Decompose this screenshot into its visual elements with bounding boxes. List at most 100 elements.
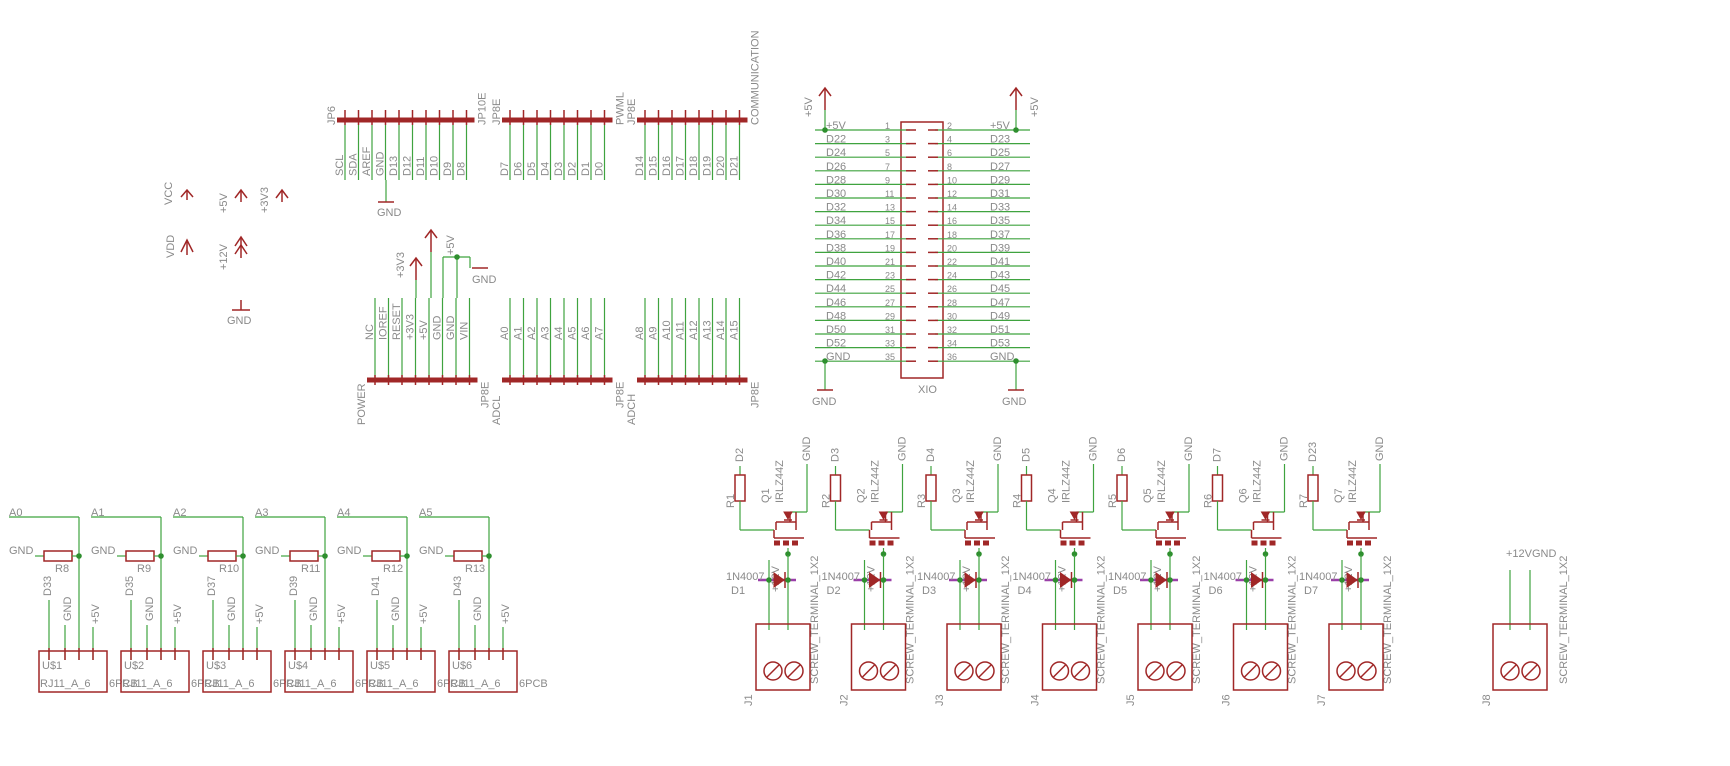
screw-terminal-screw-slot	[766, 664, 780, 678]
xio-left-num: 3	[885, 135, 890, 145]
xio-right-label: D45	[990, 283, 1010, 295]
header-pin-label: D17	[675, 156, 687, 176]
screw-terminal-screw-slot	[861, 664, 876, 678]
xio-right-num: 24	[947, 271, 957, 281]
diode-junction	[1339, 577, 1345, 583]
rj11-gnd-label: GND	[144, 597, 156, 622]
mosfet-part-label: IRLZ44Z	[1252, 460, 1264, 503]
header-pin-label: D16	[661, 156, 673, 176]
diode-part-label: 1N4007	[1013, 571, 1052, 583]
diode-part-label: 1N4007	[726, 571, 765, 583]
xio-right-num: 2	[947, 121, 952, 131]
rj11-part: RJ11_A_6	[122, 678, 173, 690]
rj11-package: 6PCB	[437, 678, 466, 690]
analog-label: A3	[255, 507, 268, 519]
xio-right-label: D41	[990, 256, 1010, 268]
header-tag: JP8E	[615, 382, 627, 408]
power-gnd-junction	[454, 254, 460, 260]
diode-junction	[1148, 577, 1154, 583]
xio-left-num: 29	[885, 311, 895, 321]
pulldown-junction	[158, 553, 164, 559]
xio-right-num: 30	[947, 311, 957, 321]
rj11-package: 6PCB	[355, 678, 384, 690]
screw-terminal-screw	[1357, 661, 1377, 681]
terminal-label: J7	[1316, 694, 1328, 706]
xio-right-label: D43	[990, 270, 1010, 282]
xio-right-num: 34	[947, 339, 957, 349]
rj11-5v-label: +5V	[172, 603, 184, 624]
xio-left-num: 23	[885, 271, 895, 281]
diode-label: D6	[1209, 585, 1223, 597]
xio-right-label: GND	[990, 351, 1015, 363]
header-pin-label: A13	[702, 320, 714, 340]
xio-right-num: 8	[947, 162, 952, 172]
vcc-label: VCC	[163, 182, 175, 205]
gate-resistor-label: R7	[1298, 494, 1310, 508]
mosfet-part-label: IRLZ44Z	[774, 460, 786, 503]
header-pin-label: IOREF	[378, 306, 390, 340]
rj11-part: RJ11_A_6	[368, 678, 419, 690]
xio-right-label: D25	[990, 147, 1010, 159]
header-tag: JP10E	[477, 93, 489, 125]
xio-left-label: D44	[826, 283, 846, 295]
screw-terminal-body	[946, 623, 1002, 691]
screw-terminal-screw	[954, 661, 974, 681]
xio-supply-left-arrow	[818, 86, 832, 97]
header-name: JP8E	[491, 99, 503, 125]
header-pin-label: D4	[540, 162, 552, 176]
mosfet-label: Q2	[856, 488, 868, 503]
header-pin-label: D6	[513, 162, 525, 176]
xio-left-num: 19	[885, 243, 895, 253]
screw-terminal-body	[755, 623, 811, 691]
xio-left-label: D28	[826, 174, 846, 186]
header-pin-label: +5V	[418, 319, 430, 340]
digital-label: D41	[370, 576, 382, 596]
xio-gnd-left-junction	[822, 358, 828, 364]
screw-terminal-screw-slot	[1169, 664, 1183, 678]
terminal-label: J1	[743, 694, 755, 706]
digital-label: D39	[288, 576, 300, 596]
plus5v-symbol-label: +5V	[218, 192, 230, 213]
rj11-5v-label: +5V	[418, 603, 430, 624]
xio-left-num: 5	[885, 148, 890, 158]
xio-left-label: D42	[826, 270, 846, 282]
plus12v-symbol-label: +12V	[218, 243, 230, 270]
pulldown-resistor-label: R8	[55, 563, 69, 575]
header-pin-label: D14	[634, 156, 646, 176]
screw-terminal-screw-slot	[1339, 664, 1353, 678]
header-pin-label: D7	[499, 162, 511, 176]
xio-right-num: 16	[947, 216, 957, 226]
pulldown-junction	[322, 553, 328, 559]
diode-junction	[1358, 577, 1364, 583]
analog-label: A5	[419, 507, 432, 519]
screw-terminal-screw-slot	[1148, 664, 1162, 678]
screw-terminal-screw	[1261, 661, 1282, 681]
mosfet-diode-mark	[1165, 511, 1175, 521]
drain-junction	[1167, 551, 1173, 557]
power-3v3-supply-arrow	[409, 256, 423, 267]
xio-gnd-right-junction	[1013, 358, 1019, 364]
screw-terminal-body	[850, 623, 907, 691]
rj11-name: U$3	[206, 660, 226, 672]
rj11-name: U$6	[452, 660, 472, 672]
screw-terminal-screw	[975, 661, 995, 681]
pulldown-resistor	[289, 550, 319, 562]
xio-left-label: GND	[826, 351, 851, 363]
screw-terminal-screw-slot	[1360, 664, 1374, 678]
header-pin-label: A8	[634, 327, 646, 340]
gate-resistor-label: R1	[725, 494, 737, 508]
xio-right-num: 14	[947, 203, 957, 213]
channel-signal-label: D3	[830, 448, 842, 462]
header-pin-label: D11	[415, 157, 427, 176]
diode-part-label: 1N4007	[1108, 571, 1147, 583]
xio-left-num: 27	[885, 298, 895, 308]
rj11-body	[448, 650, 518, 693]
gnd-symbol-label: GND	[227, 315, 252, 327]
rj11-gnd-label: GND	[308, 597, 320, 622]
mosfet-channel: D23R7Q7IRLZ44ZGND+12V1N4007D7SCREW_TERMI…	[1298, 437, 1394, 707]
j8-part-label: SCREW_TERMINAL_1X2	[1558, 556, 1570, 684]
analog-label: A2	[173, 507, 186, 519]
